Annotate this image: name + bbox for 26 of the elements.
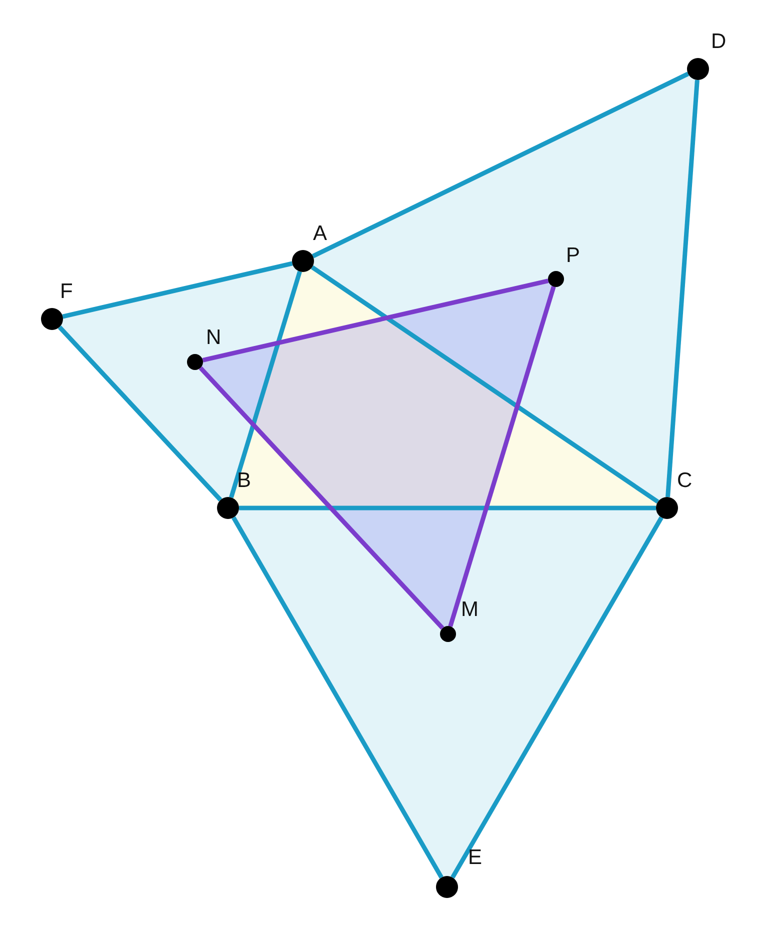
line-segment <box>239 506 656 510</box>
point-label: B <box>237 470 252 491</box>
point-dot <box>41 308 63 330</box>
point-label: E <box>468 847 482 868</box>
point-label: A <box>313 223 328 244</box>
line-segment <box>448 286 556 627</box>
point-dot <box>656 497 678 519</box>
point-label: D <box>711 31 726 52</box>
point-label: P <box>566 245 580 266</box>
line-segment <box>232 516 444 879</box>
line-segment <box>62 261 293 319</box>
point-dot <box>292 250 314 272</box>
line-segment <box>202 278 549 362</box>
line-segment <box>58 326 222 502</box>
point-label: M <box>461 599 478 620</box>
point-dot <box>687 58 709 80</box>
point-label: C <box>677 470 692 491</box>
line-segment <box>450 516 664 879</box>
point-label: N <box>206 327 222 348</box>
line-segment <box>198 366 444 630</box>
point-label: F <box>60 281 73 302</box>
line-segment <box>310 265 660 504</box>
line-segment <box>229 270 302 498</box>
point-dot <box>436 876 458 898</box>
line-segment <box>312 72 690 258</box>
line-segment <box>666 80 700 498</box>
